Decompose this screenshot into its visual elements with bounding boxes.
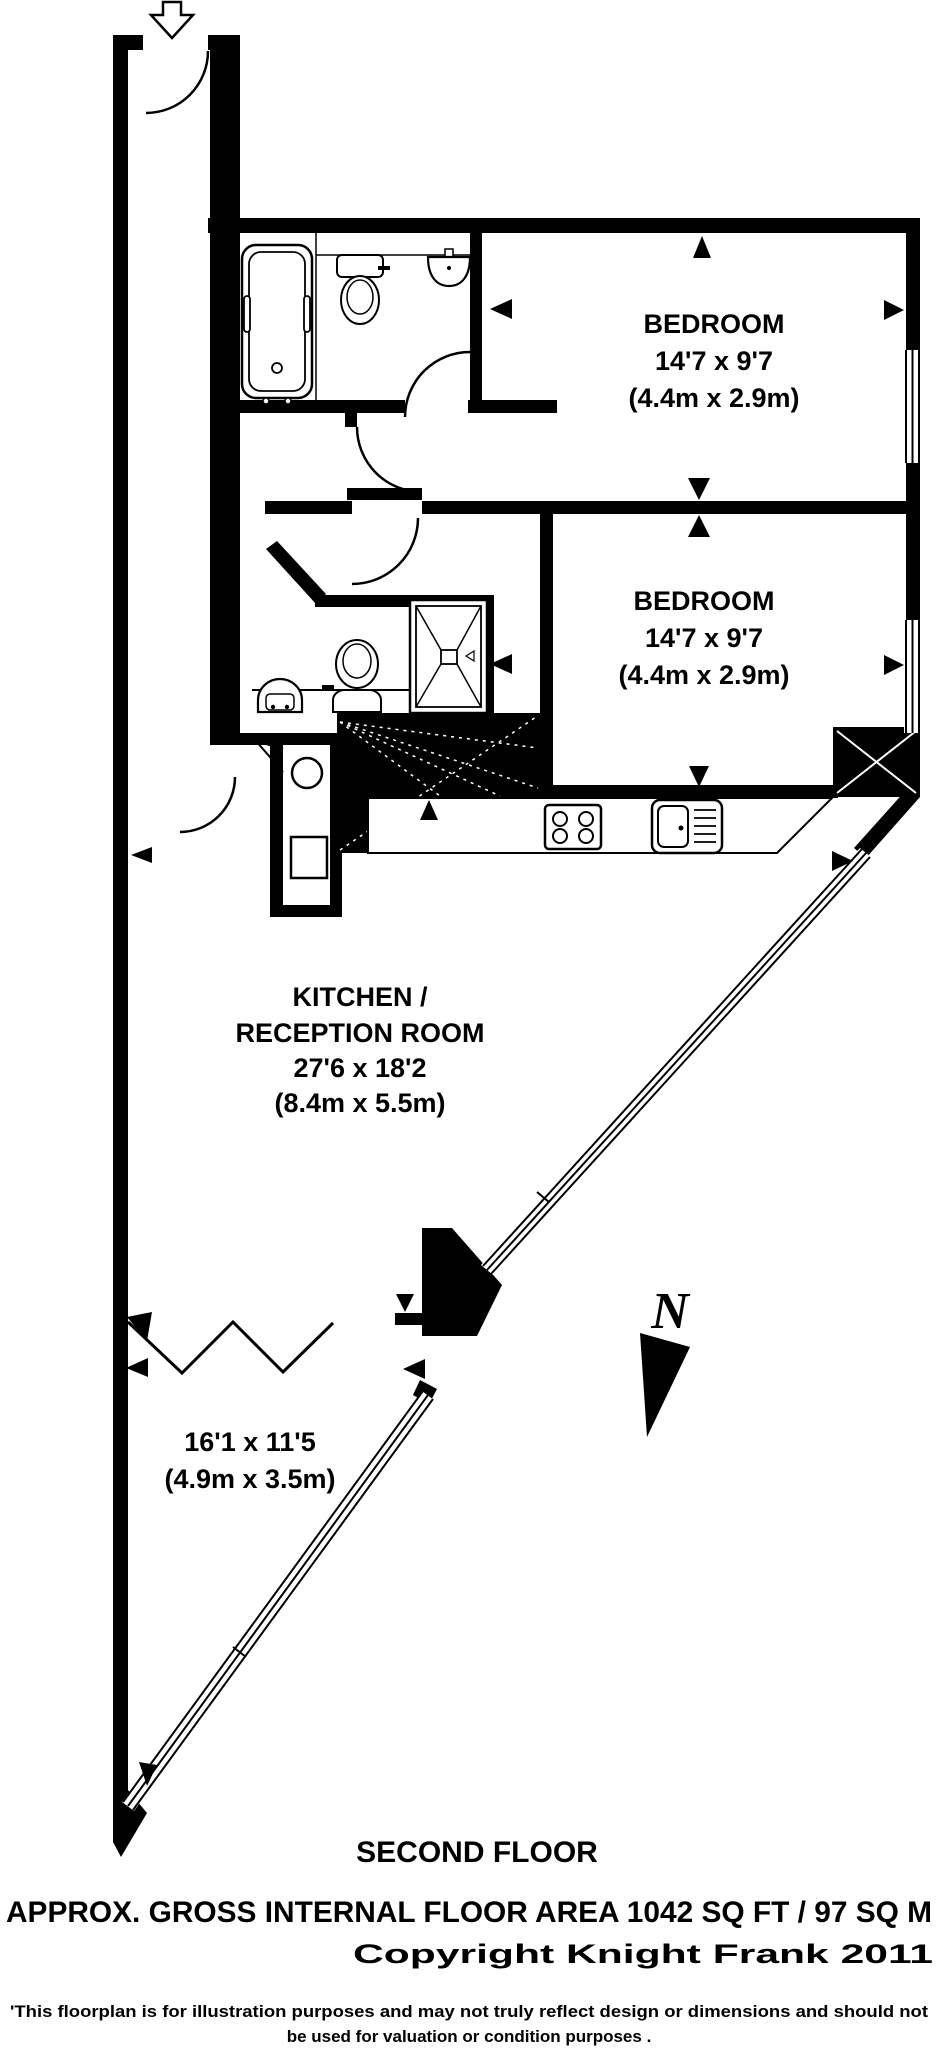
arrow-up-icon bbox=[693, 236, 711, 258]
closet-bottom-wall bbox=[270, 905, 342, 917]
closet-top-wall bbox=[210, 733, 342, 745]
arrow-up-icon bbox=[420, 800, 438, 820]
bedroom1-size-metric: (4.4m x 2.9m) bbox=[628, 383, 799, 413]
left-wall bbox=[113, 35, 128, 1790]
kitchen-name-2: RECEPTION ROOM bbox=[235, 1018, 484, 1048]
entry-arrow-icon bbox=[148, 0, 196, 40]
arrow-right-icon bbox=[832, 851, 853, 871]
room16-size-imperial: 16'1 x 11'5 bbox=[184, 1427, 315, 1457]
angled-door-wall bbox=[266, 541, 326, 604]
arrow-up-icon bbox=[688, 515, 710, 537]
inner-wall-piece bbox=[347, 488, 422, 500]
solid-mass bbox=[337, 713, 540, 853]
arrow-diagonal-icon bbox=[127, 1312, 152, 1341]
pier-dimension-bar bbox=[395, 1313, 457, 1325]
bedroom2-window bbox=[904, 620, 921, 733]
exterior-walls bbox=[113, 35, 920, 1857]
bedroom1-sw-wall bbox=[468, 400, 557, 413]
bedroom1-size-imperial: 14'7 x 9'7 bbox=[655, 346, 773, 376]
corner-column bbox=[833, 727, 920, 797]
entry-door-swing bbox=[145, 50, 210, 115]
top-wall bbox=[208, 218, 920, 233]
kitchen bbox=[367, 797, 835, 855]
arrow-right-icon bbox=[884, 300, 904, 320]
closet-left-wall bbox=[270, 745, 283, 917]
arrow-down-icon bbox=[396, 1294, 414, 1312]
room-16ft-label: 16'1 x 11'5 (4.9m x 3.5m) bbox=[164, 1427, 335, 1494]
diagonal-wall-top-segment bbox=[854, 790, 920, 858]
hallway-door-swing bbox=[179, 776, 237, 834]
bottom-point-wall bbox=[113, 1790, 147, 1857]
floor-title: SECOND FLOOR bbox=[356, 1836, 598, 1869]
bathroom-bottom-wall bbox=[223, 400, 405, 413]
entry-left-jamb bbox=[113, 35, 143, 50]
bedroom2-size-metric: (4.4m x 2.9m) bbox=[618, 660, 789, 690]
north-needle bbox=[640, 1333, 690, 1437]
dimension-arrows bbox=[126, 236, 904, 1786]
disclaimer-line1: 'This floorplan is for illustration purp… bbox=[10, 2002, 928, 2021]
door-jamb-stub bbox=[345, 413, 357, 427]
bedroom2-door-swing bbox=[351, 517, 420, 586]
shower-room bbox=[252, 598, 489, 715]
closet-door-leaves bbox=[252, 739, 284, 773]
area-title: APPROX. GROSS INTERNAL FLOOR AREA 1042 S… bbox=[6, 1896, 932, 1929]
disclaimer-line2: be used for valuation or condition purpo… bbox=[287, 2027, 652, 2046]
bedroom2-left-wall bbox=[540, 514, 553, 798]
arrow-left-icon bbox=[490, 299, 512, 319]
arrow-left-icon bbox=[403, 1359, 425, 1379]
bathroom-door-swing bbox=[403, 350, 471, 418]
copyright-text: Copyright Knight Frank 2011 bbox=[353, 1939, 933, 1969]
bedroom1-label: BEDROOM 14'7 x 9'7 (4.4m x 2.9m) bbox=[628, 309, 799, 413]
toilet-icon bbox=[336, 254, 390, 325]
bathtub-icon bbox=[240, 243, 314, 405]
upper-diagonal-window bbox=[481, 848, 872, 1275]
utility-closet bbox=[289, 756, 329, 880]
hallway-right-wall bbox=[210, 35, 240, 745]
arrow-down-icon bbox=[688, 478, 710, 500]
kitchen-sink-icon bbox=[650, 798, 724, 855]
shower-icon bbox=[408, 598, 489, 715]
zigzag-break-line bbox=[126, 1319, 335, 1376]
kitchen-name-1: KITCHEN / bbox=[293, 982, 428, 1012]
arrow-left-icon bbox=[126, 1358, 148, 1377]
bathroom1 bbox=[240, 233, 472, 405]
room16-size-metric: (4.9m x 3.5m) bbox=[164, 1464, 335, 1494]
kitchen-size-imperial: 27'6 x 18'2 bbox=[294, 1053, 427, 1083]
room-labels: BEDROOM 14'7 x 9'7 (4.4m x 2.9m) BEDROOM… bbox=[164, 309, 799, 1494]
bedroom2-bottom-wall bbox=[540, 785, 838, 798]
bedroom1-window bbox=[904, 350, 921, 463]
north-label: N bbox=[650, 1283, 691, 1340]
toilet2-icon bbox=[322, 639, 382, 713]
kitchen-reception-label: KITCHEN / RECEPTION ROOM 27'6 x 18'2 (8.… bbox=[235, 982, 484, 1118]
footer: SECOND FLOOR APPROX. GROSS INTERNAL FLOO… bbox=[6, 1836, 933, 2046]
sink-icon bbox=[426, 248, 472, 288]
appliance-icon bbox=[289, 835, 329, 880]
bedroom2-label: BEDROOM 14'7 x 9'7 (4.4m x 2.9m) bbox=[618, 586, 789, 690]
bedroom-divider-wall bbox=[422, 501, 920, 514]
kitchen-size-metric: (8.4m x 5.5m) bbox=[274, 1088, 445, 1118]
hob-icon bbox=[543, 803, 603, 851]
arrow-left-icon bbox=[131, 847, 152, 863]
arrow-right-icon bbox=[884, 655, 904, 675]
bedroom1-door-swing bbox=[355, 426, 423, 494]
diagonal-wall-pier bbox=[422, 1228, 502, 1336]
arrow-left-icon bbox=[490, 654, 512, 674]
bedroom1-name: BEDROOM bbox=[644, 309, 785, 339]
door-swings bbox=[145, 50, 471, 834]
north-arrow-icon: N bbox=[640, 1283, 691, 1437]
lower-diagonal-window bbox=[122, 1390, 434, 1811]
bedroom-divider-left bbox=[265, 501, 352, 514]
arrow-down-icon bbox=[689, 766, 709, 787]
bedroom2-size-imperial: 14'7 x 9'7 bbox=[645, 623, 763, 653]
tank-icon bbox=[290, 756, 324, 790]
sink2-icon bbox=[256, 677, 304, 714]
bathroom-right-wall bbox=[470, 233, 482, 400]
bedroom2-name: BEDROOM bbox=[634, 586, 775, 616]
arrow-down-icon bbox=[139, 1762, 157, 1786]
